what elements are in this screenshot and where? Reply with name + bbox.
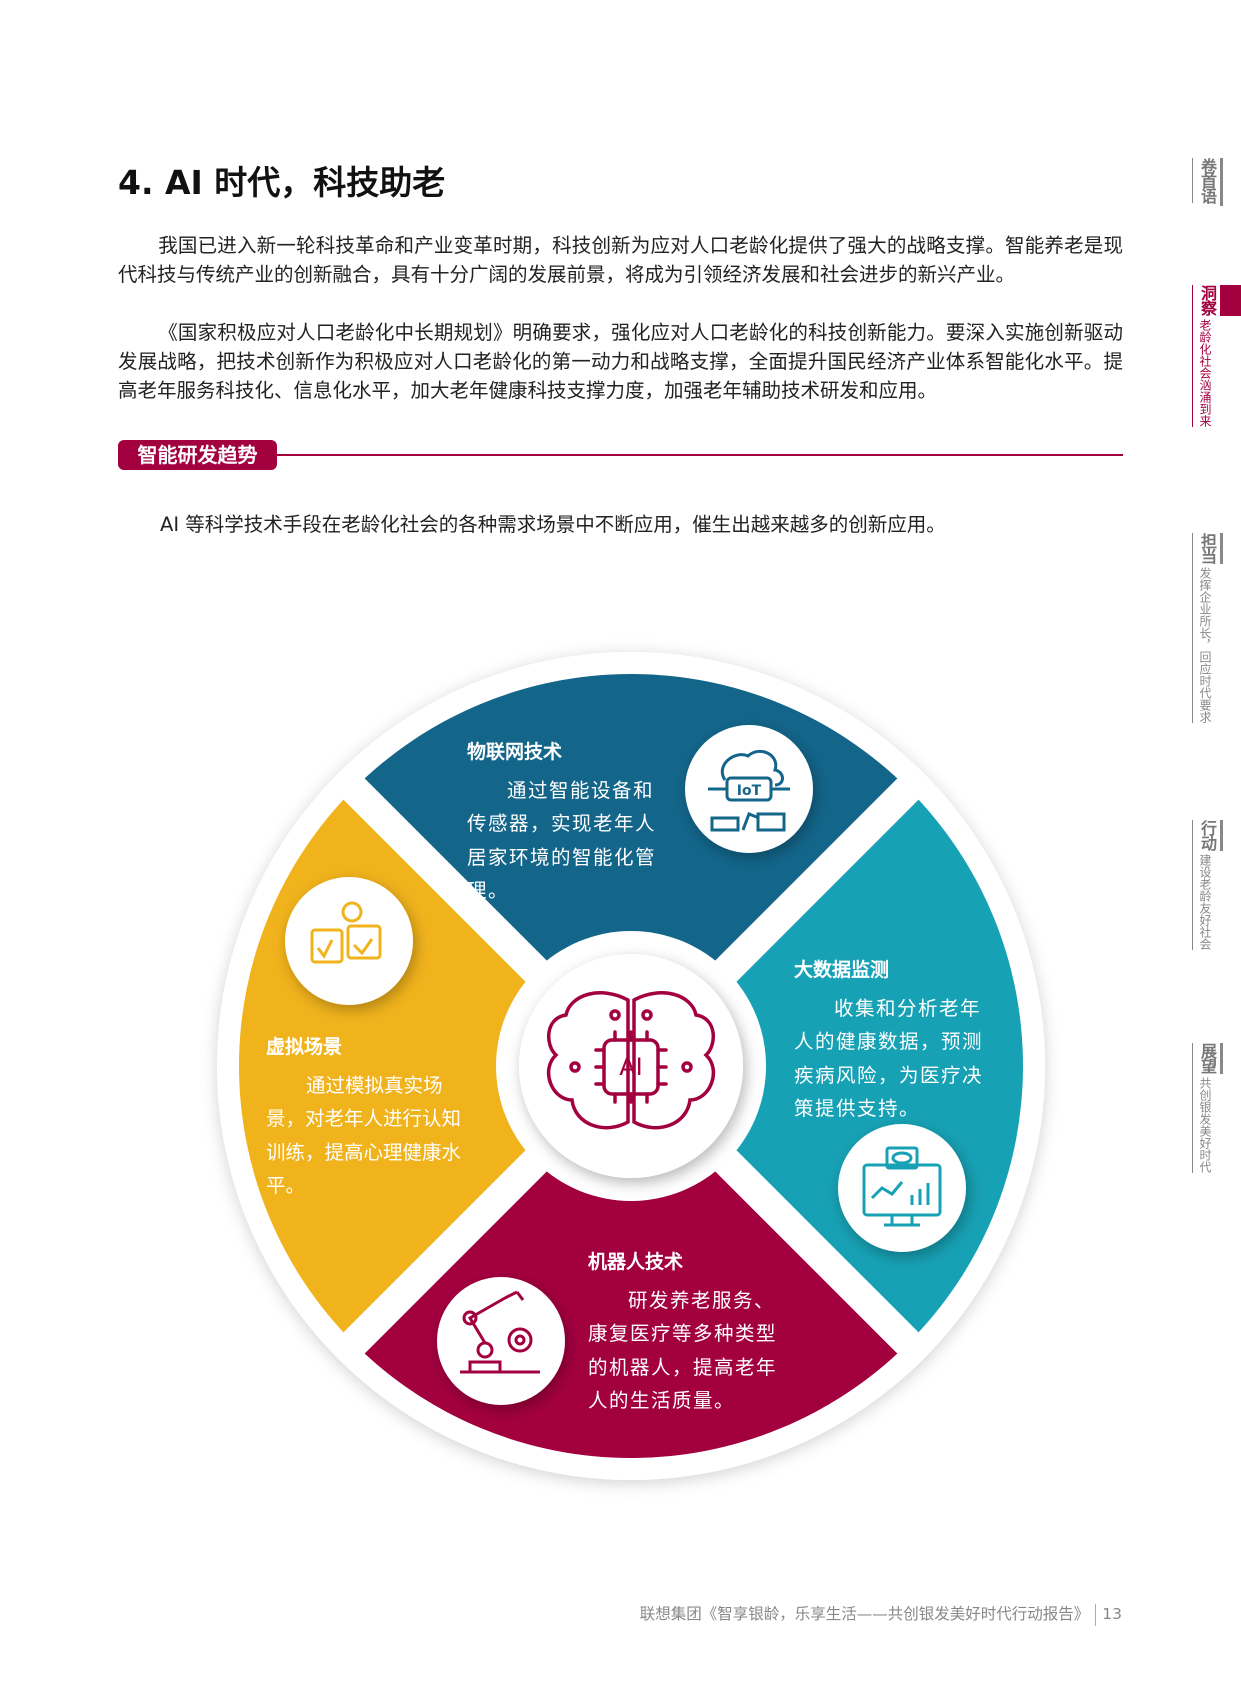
paragraph-2-text: 《国家积极应对人口老龄化中长期规划》明确要求，强化应对人口老龄化的科技创新能力。… [118, 321, 1123, 402]
quadrant-title: 物联网技术 [467, 741, 563, 763]
quadrant-title: 机器人技术 [588, 1251, 684, 1273]
vr-icon-bubble [285, 877, 413, 1005]
intro-text: AI 等科学技术手段在老龄化社会的各种需求场景中不断应用，催生出越来越多的创新应… [160, 513, 946, 536]
sidebar-label: 洞察 [1198, 285, 1217, 315]
quadrant-robot: 机器人技术 研发养老服务、康复医疗等多种类型的机器人，提高老年人的生活质量。 [588, 1246, 792, 1418]
robot-icon-bubble [437, 1277, 565, 1405]
footer-text: 联想集团《智享银龄，乐享生活——共创银发美好时代行动报告》 [639, 1605, 1090, 1623]
sidebar-item-preface[interactable]: 卷首语 [1192, 158, 1223, 206]
quadrant-text: 收集和分析老年人的健康数据，预测疾病风险，为医疗决策提供支持。 [794, 996, 984, 1121]
quadrant-iot: 物联网技术 通过智能设备和传感器，实现老年人居家环境的智能化管理。 [467, 736, 671, 908]
quadrant-title: 虚拟场景 [266, 1036, 343, 1058]
data-monitor-icon [862, 1146, 942, 1227]
sidebar-item-responsibility[interactable]: 担当发挥企业所长，回应时代要求 [1192, 533, 1223, 723]
quadrant-title: 大数据监测 [794, 959, 890, 981]
quadrant-bigdata: 大数据监测 收集和分析老年人的健康数据，预测疾病风险，为医疗决策提供支持。 [794, 954, 998, 1126]
sidebar-sublabel: 发挥企业所长，回应时代要求 [1198, 567, 1212, 723]
data-icon-bubble [838, 1124, 966, 1252]
sidebar-label: 展望 [1198, 1043, 1217, 1073]
center-circle [519, 954, 743, 1178]
sidebar-item-outlook[interactable]: 展望共创银发美好时代 [1192, 1043, 1223, 1173]
footer: 联想集团《智享银龄，乐享生活——共创银发美好时代行动报告》 13 [640, 1602, 1122, 1626]
quadrant-text: 通过模拟真实场景，对老年人进行认知训练，提高心理健康水平。 [266, 1073, 462, 1198]
sidebar-label: 行动 [1198, 820, 1217, 850]
iot-icon [708, 749, 790, 832]
sidebar-sublabel: 建设老龄友好社会 [1198, 854, 1212, 950]
paragraph-2: 《国家积极应对人口老龄化中长期规划》明确要求，强化应对人口老龄化的科技创新能力。… [118, 318, 1123, 405]
vr-scene-icon [310, 901, 382, 964]
sidebar-sublabel: 共创银发美好时代 [1198, 1077, 1212, 1173]
sidebar-item-insight[interactable]: 洞察老龄化社会汹涌到来 [1192, 285, 1223, 427]
sidebar-item-action[interactable]: 行动建设老龄友好社会 [1192, 820, 1223, 950]
robot-arm-icon [460, 1290, 540, 1374]
sidebar-label: 卷首语 [1198, 158, 1217, 203]
page-number: 13 [1102, 1605, 1122, 1623]
iot-icon-bubble: IoT [685, 725, 813, 853]
ai-brain-icon [546, 991, 716, 1130]
sidebar-sublabel: 老龄化社会汹涌到来 [1198, 319, 1212, 427]
sidebar-label: 担当 [1198, 533, 1217, 563]
iot-label: IoT [737, 783, 762, 799]
quadrant-vr: 虚拟场景 通过模拟真实场景，对老年人进行认知训练，提高心理健康水平。 [266, 1031, 470, 1203]
section-divider [277, 454, 1123, 456]
active-tab-marker [1223, 285, 1241, 316]
footer-separator [1095, 1603, 1097, 1626]
paragraph-1-text: 我国已进入新一轮科技革命和产业变革时期，科技创新为应对人口老龄化提供了强大的战略… [118, 234, 1123, 286]
page-title: 4. AI 时代，科技助老 [118, 163, 446, 202]
section-badge: 智能研发趋势 [118, 440, 277, 470]
quadrant-text: 通过智能设备和传感器，实现老年人居家环境的智能化管理。 [467, 778, 657, 903]
paragraph-1: 我国已进入新一轮科技革命和产业变革时期，科技创新为应对人口老龄化提供了强大的战略… [118, 231, 1123, 289]
ai-label: AI [619, 1053, 643, 1081]
quadrant-text: 研发养老服务、康复医疗等多种类型的机器人，提高老年人的生活质量。 [588, 1288, 778, 1413]
